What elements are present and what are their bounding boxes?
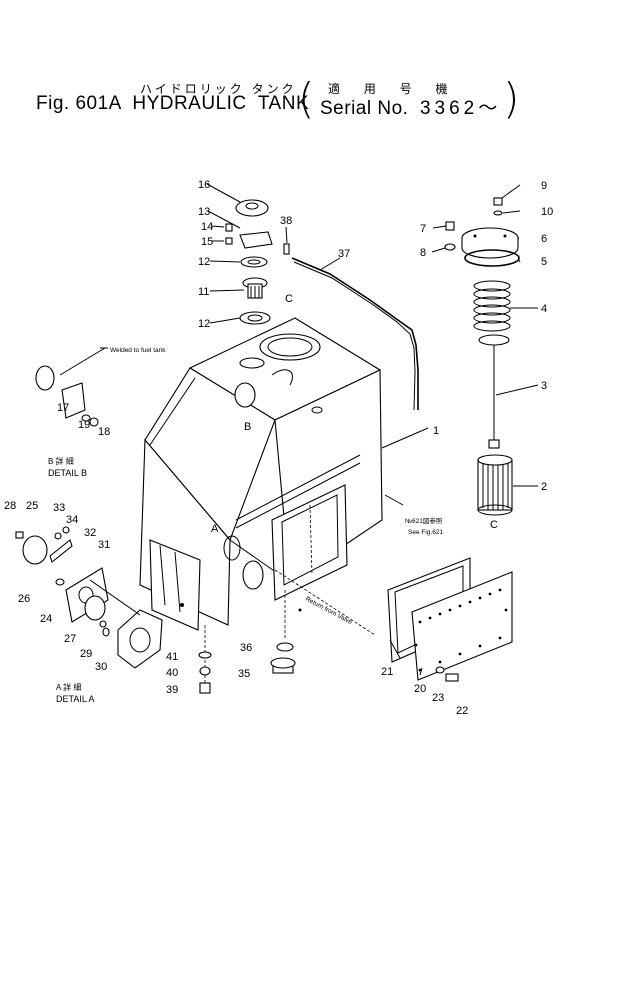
callout-11: 11 (198, 286, 209, 298)
serial-block: Serial No. 3362～ (320, 93, 501, 120)
callout-13: 13 (198, 206, 210, 218)
japanese-part-name: ハイドロリック タンク (140, 82, 297, 96)
spring (473, 280, 511, 332)
callout-31: 31 (98, 539, 110, 551)
callout-36: 36 (240, 642, 252, 654)
callout-35: 35 (238, 668, 250, 680)
callout-33: 33 (53, 502, 65, 514)
callout-24: 24 (40, 613, 52, 625)
detail-b-parts (35, 347, 106, 427)
callout-1: 1 (433, 425, 439, 437)
filler-cap-assembly (225, 199, 273, 325)
callout-32: 32 (84, 527, 96, 539)
open-paren: ( (298, 74, 315, 123)
detail-b: DETAIL B (48, 468, 87, 478)
callout-15: 15 (201, 236, 213, 248)
hydraulic-tank-body (139, 317, 383, 631)
note-see-fig-jp: №621図参照 (405, 516, 443, 525)
callout-30: 30 (95, 661, 107, 673)
detail-b-jp: B 詳 細 (48, 456, 74, 466)
detail-captions: B 詳 細 DETAIL B A 詳 細 DETAIL A (48, 456, 95, 704)
breather-pipe (283, 243, 419, 411)
callout-28: 28 (4, 500, 16, 512)
return-line (274, 569, 376, 636)
detail-a-parts (15, 526, 163, 669)
callout-18: 18 (98, 426, 110, 438)
callout-26: 26 (18, 593, 30, 605)
callout-19: 19 (78, 419, 90, 431)
callout-29: 29 (80, 648, 92, 660)
callout-4: 4 (541, 303, 547, 315)
callout-numbers: 1 2 3 4 5 6 7 8 9 10 11 12 12 13 14 15 1… (4, 179, 553, 717)
note-return: Return from Valve (304, 596, 353, 627)
callout-21: 21 (381, 666, 393, 678)
callout-12-upper: 12 (198, 256, 210, 268)
callout-7: 7 (420, 223, 426, 235)
callout-2: 2 (541, 481, 547, 493)
callout-16: 16 (198, 179, 210, 191)
callout-23: 23 (432, 692, 444, 704)
callout-6: 6 (541, 233, 547, 245)
cover-plates (387, 557, 513, 682)
callout-14: 14 (201, 221, 213, 233)
detail-a: DETAIL A (56, 694, 95, 704)
detail-a-jp: A 詳 細 (56, 682, 81, 692)
callout-17: 17 (57, 402, 69, 414)
callout-10: 10 (541, 206, 553, 218)
callout-5: 5 (541, 256, 547, 268)
bolt-stack (198, 625, 212, 694)
callout-3: 3 (541, 380, 547, 392)
note-welded: Welded to fuel tank (110, 347, 166, 354)
close-paren: ) (503, 74, 520, 123)
leader-lines (100, 183, 539, 676)
view-markers: A B C C (211, 293, 498, 535)
callout-9: 9 (541, 180, 547, 192)
callout-40: 40 (166, 667, 178, 679)
callout-39: 39 (166, 684, 178, 696)
callout-20: 20 (414, 683, 426, 695)
callout-27: 27 (64, 633, 76, 645)
callout-25: 25 (26, 500, 38, 512)
callout-38: 38 (280, 215, 292, 227)
callout-41: 41 (166, 651, 178, 663)
callout-22: 22 (456, 705, 468, 717)
drain-plug-assembly (270, 590, 296, 674)
figure-title: Fig. 601A HYDRAULIC TANK (36, 93, 309, 115)
marker-a: A (211, 523, 219, 535)
serial-label: Serial No. (320, 98, 409, 119)
callout-37: 37 (338, 248, 350, 260)
figure-label: Fig. 601A (36, 93, 121, 114)
marker-c-filter: C (490, 519, 498, 531)
filter-assembly (444, 197, 520, 516)
note-see-fig: See Fig.621 (408, 529, 443, 536)
marker-c-top: C (285, 293, 293, 305)
callout-12-lower: 12 (198, 318, 210, 330)
callout-34: 34 (66, 514, 78, 526)
marker-b: B (244, 421, 251, 433)
callout-8: 8 (420, 247, 426, 259)
part-name: HYDRAULIC TANK (132, 93, 310, 114)
serial-value: 3362～ (419, 98, 502, 119)
japanese-applicability: 適 用 号 機 (328, 82, 458, 96)
